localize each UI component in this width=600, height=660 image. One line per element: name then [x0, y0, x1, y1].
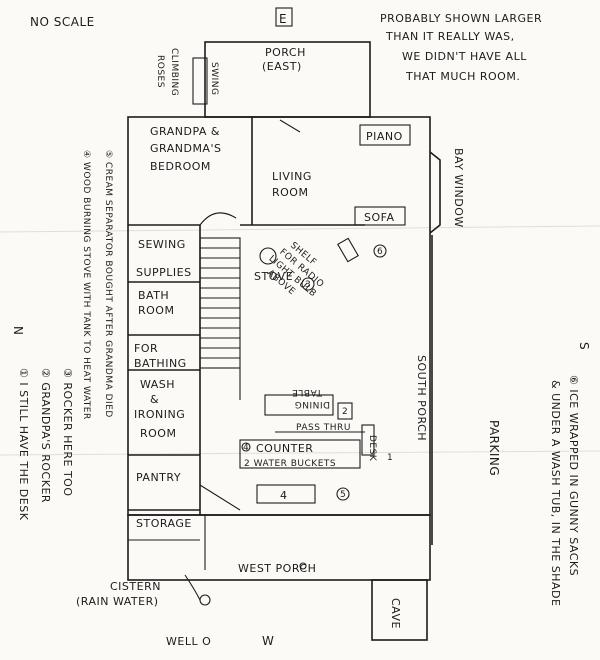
marker-4-stove: 4 [280, 489, 288, 502]
disclaimer-line-3: WE DIDN'T HAVE ALL [402, 50, 527, 63]
bedroom-label-2: GRANDMA'S [150, 142, 221, 155]
pass-thru-label: PASS THRU [296, 423, 351, 433]
scale-note: NO SCALE [30, 15, 95, 29]
dining-table [264, 394, 334, 416]
piano [359, 124, 411, 146]
bath-label-1: BATH [138, 289, 169, 302]
shelf-note: SHELF FOR RADIO LIGHT BULB ABOVE [265, 241, 326, 300]
marker-1: 1 [387, 453, 393, 463]
cistern-label-2: (RAIN WATER) [76, 595, 159, 608]
compass-east: E [279, 12, 287, 26]
note-left-4: ④ WOOD BURNING STOVE WITH TANK TO HEAT W… [81, 150, 91, 420]
bedroom-label-1: GRANDPA & [150, 125, 220, 138]
dining-table-label-1: DINING [294, 399, 330, 409]
climbing-roses-label-2: ROSES [155, 55, 165, 88]
note-left-1: ① I STILL HAVE THE DESK [17, 368, 30, 521]
desk-label: DESK [367, 435, 377, 462]
storage-label: STORAGE [136, 517, 192, 530]
note-right-1: ⑥ ICE WRAPPED IN GUNNY SACKS [567, 375, 580, 576]
sofa-label: SOFA [364, 211, 394, 224]
wood-stove [256, 484, 316, 504]
bath-label-2: ROOM [138, 304, 174, 317]
south-porch-label: SOUTH PORCH [415, 355, 428, 441]
bedroom-label-3: BEDROOM [150, 160, 211, 173]
sewing-label-1: SEWING [138, 238, 186, 251]
living-room-label-2: ROOM [272, 186, 308, 199]
note-left-3: ③ ROCKER HERE TOO [61, 368, 74, 497]
cistern [199, 594, 211, 606]
stairs [199, 237, 241, 369]
cistern-label-1: CISTERN [110, 580, 161, 593]
counter-label: COUNTER [256, 442, 313, 455]
living-room-label-1: LIVING [272, 170, 312, 183]
note-left-5: ⑤ CREAM SEPARATOR BOUGHT AFTER GRANDMA D… [103, 150, 113, 418]
disclaimer-line-2: THAN IT REALLY WAS, [385, 30, 515, 43]
disclaimer-line-4: THAT MUCH ROOM. [405, 70, 520, 83]
pantry-label: PANTRY [136, 471, 181, 484]
cave-label: CAVE [389, 598, 402, 629]
counter [239, 439, 361, 469]
wash-label-2: & [150, 393, 159, 406]
compass-south: S [577, 342, 591, 350]
disclaimer-line-1: PROBABLY SHOWN LARGER [380, 12, 542, 25]
note-right-2: & UNDER A WASH TUB, IN THE SHADE [549, 380, 562, 606]
for-bathing-label-2: BATHING [134, 357, 187, 370]
shelf [337, 237, 359, 263]
bay-window [429, 151, 441, 234]
stove [259, 247, 277, 265]
marker-3: 3 [305, 280, 311, 290]
swing-label: SWING [209, 62, 219, 95]
west-porch [127, 514, 431, 581]
sewing-label-2: SUPPLIES [136, 266, 192, 279]
wash-label-4: ROOM [140, 427, 176, 440]
stair-treads [200, 247, 240, 359]
climbing-roses-label-1: CLIMBING [169, 48, 179, 96]
cave [371, 579, 428, 641]
porch-east-label-2: (EAST) [262, 60, 302, 73]
well-label: WELL O [166, 635, 211, 648]
sofa [354, 206, 406, 226]
desk [361, 424, 375, 456]
marker-6-living: 6 [377, 247, 383, 257]
water-buckets-label: 2 WATER BUCKETS [244, 459, 336, 469]
porch-east-label-1: PORCH [265, 46, 306, 59]
west-porch-label: WEST PORCH [238, 562, 316, 575]
piano-label: PIANO [366, 130, 403, 143]
dining-table-label-2: TABLE [292, 387, 323, 397]
bay-window-label: BAY WINDOW [452, 148, 465, 228]
marker-5: 5 [340, 490, 346, 500]
marker-2: 2 [342, 407, 348, 417]
compass-north: N [11, 326, 25, 335]
stove-label: STOVE [254, 270, 293, 283]
east-marker-box [275, 7, 293, 27]
swing [192, 57, 208, 105]
rocker-2 [337, 402, 353, 420]
note-left-2: ② GRANDPA'S ROCKER [39, 368, 52, 503]
wash-label-1: WASH [140, 378, 175, 391]
marker-4-counter: 4 [243, 443, 249, 453]
wash-label-3: IRONING [134, 408, 185, 421]
for-bathing-label-1: FOR [134, 342, 158, 355]
compass-west: W [262, 634, 274, 648]
parking-label: PARKING [487, 420, 501, 476]
